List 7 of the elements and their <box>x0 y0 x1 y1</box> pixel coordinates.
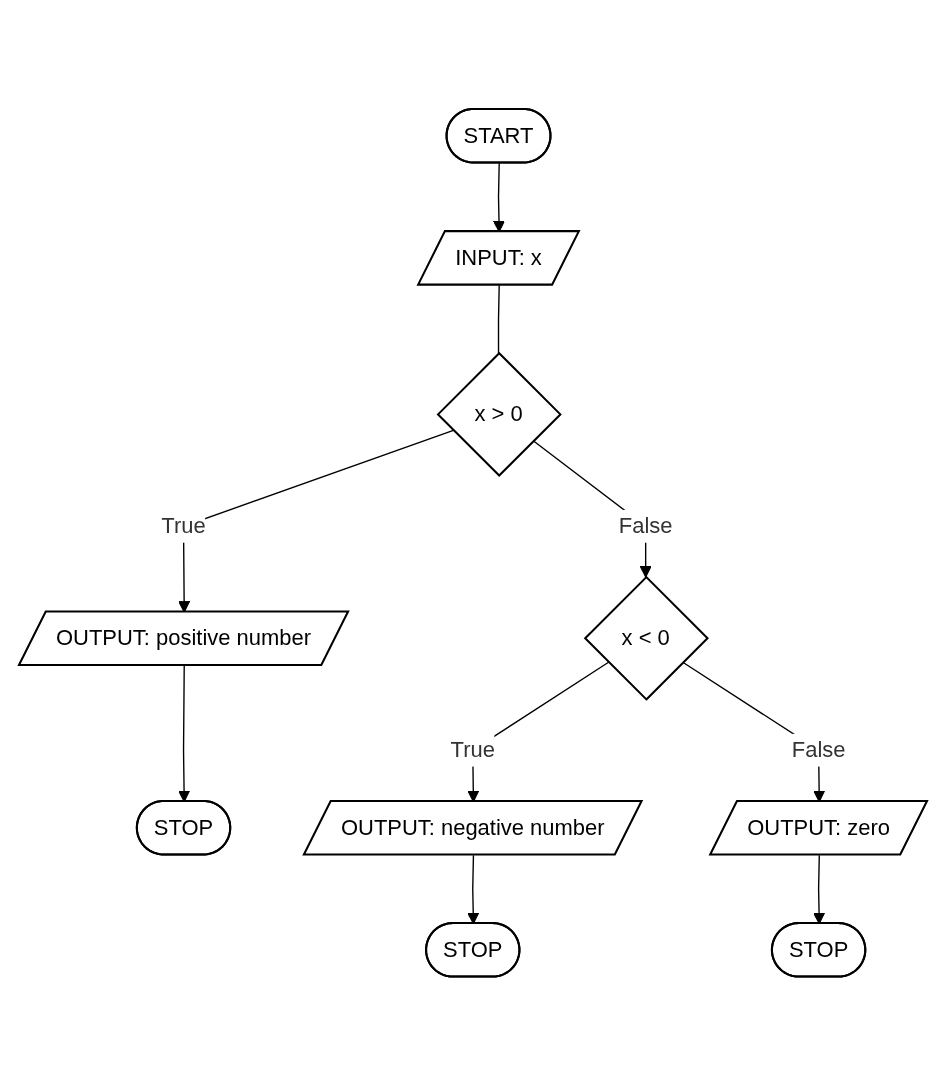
edge-label: True <box>450 737 495 761</box>
node-diamond: x > 0 <box>436 351 562 477</box>
connector <box>497 284 500 354</box>
node-diamond: x < 0 <box>583 575 709 701</box>
edge-label: True <box>161 513 206 538</box>
edge-label: False <box>618 513 673 538</box>
edge-label: False <box>791 737 846 761</box>
